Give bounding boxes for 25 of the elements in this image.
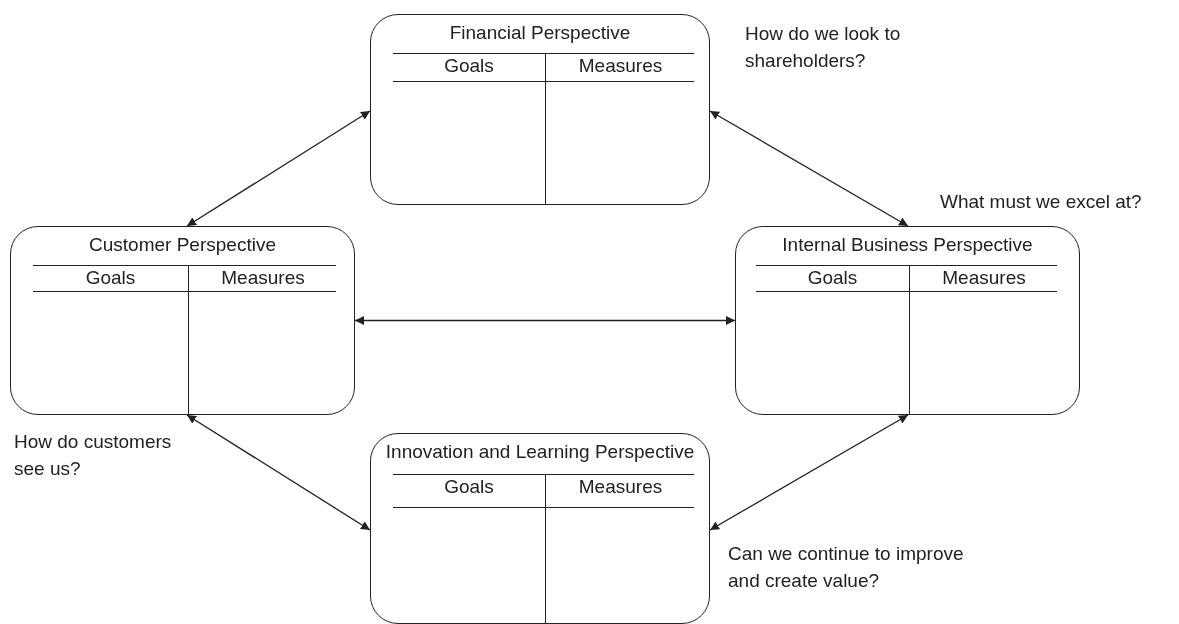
column-header: Goals bbox=[443, 54, 495, 78]
box-title: Innovation and Learning Perspective bbox=[384, 440, 696, 464]
question-text: What must we excel at? bbox=[940, 190, 1143, 214]
question-text: Can we continue to improve and create value? bbox=[728, 542, 965, 593]
question-text: How do we look to shareholders? bbox=[745, 22, 902, 73]
column-header: Goals bbox=[443, 475, 495, 499]
column-header: Measures bbox=[577, 54, 664, 78]
question-text: How do customers see us? bbox=[14, 430, 173, 481]
column-header: Measures bbox=[941, 266, 1027, 290]
column-header: Goals bbox=[84, 266, 137, 290]
box-title: Financial Perspective bbox=[448, 21, 632, 45]
perspective-box bbox=[735, 226, 1080, 415]
column-header: Measures bbox=[577, 475, 664, 499]
perspective-box bbox=[370, 433, 710, 624]
perspective-box bbox=[370, 14, 710, 205]
column-header: Measures bbox=[220, 266, 306, 290]
box-title: Internal Business Perspective bbox=[781, 233, 1034, 257]
double-arrow bbox=[186, 110, 371, 227]
column-header: Goals bbox=[806, 266, 859, 290]
double-arrow bbox=[186, 414, 371, 531]
double-arrow bbox=[709, 110, 909, 227]
double-arrow bbox=[709, 414, 909, 531]
perspective-box bbox=[10, 226, 355, 415]
box-title: Customer Perspective bbox=[88, 233, 277, 257]
double-arrow bbox=[354, 316, 736, 325]
